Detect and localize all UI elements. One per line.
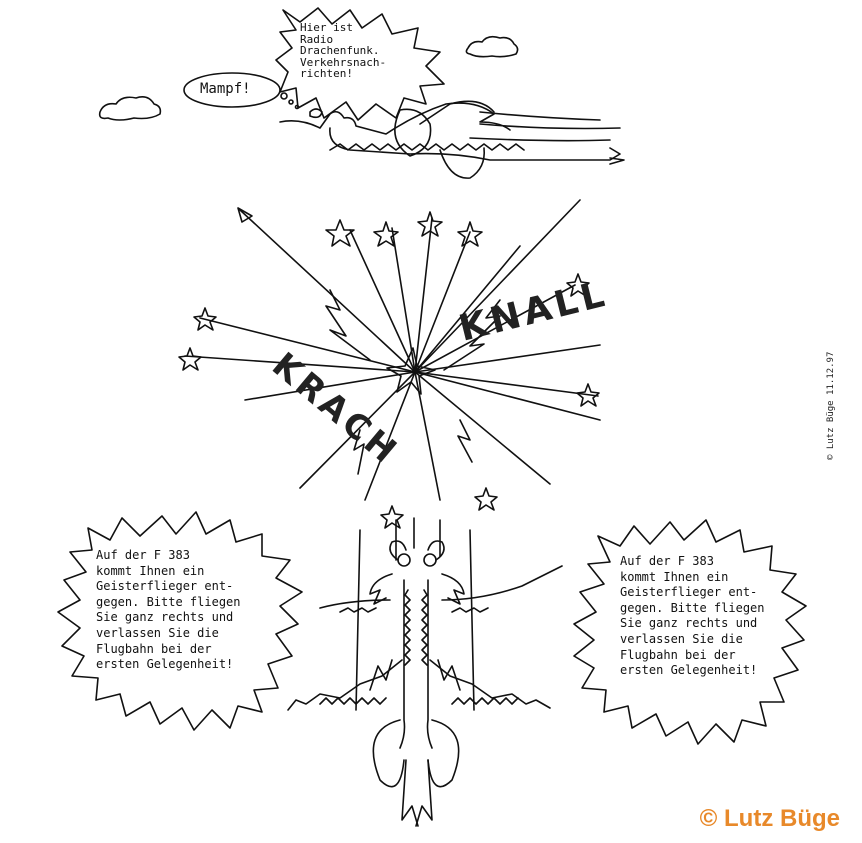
star bbox=[576, 383, 600, 407]
right-bubble-text: Auf der F 383 kommt Ihnen ein Geisterfli… bbox=[620, 554, 765, 678]
bottom-dragon bbox=[287, 517, 563, 827]
copyright-caption: © Lutz Büge bbox=[699, 805, 840, 832]
cloud-left bbox=[98, 96, 162, 121]
mampf-bubble bbox=[183, 72, 281, 108]
left-bubble-text: Auf der F 383 kommt Ihnen ein Geisterfli… bbox=[96, 548, 241, 672]
radio-bubble bbox=[275, 7, 445, 121]
star bbox=[178, 347, 202, 371]
star-center bbox=[386, 347, 436, 395]
star bbox=[193, 307, 217, 331]
star bbox=[380, 505, 404, 529]
mampf-bubble-text: Mampf! bbox=[200, 81, 251, 97]
radio-bubble-text: Hier ist Radio Drachenfunk. Verkehrsnach… bbox=[300, 21, 387, 81]
right-bubble-outline bbox=[573, 519, 807, 745]
cloud-right bbox=[465, 35, 519, 58]
star bbox=[566, 273, 590, 297]
top-dragon bbox=[279, 100, 625, 179]
star bbox=[457, 221, 483, 247]
side-credit: © Lutz Büge 11.12.97 bbox=[826, 351, 836, 460]
left-bubble-outline bbox=[57, 511, 303, 731]
explosion bbox=[178, 199, 601, 529]
star bbox=[417, 211, 443, 237]
star bbox=[325, 219, 355, 247]
star bbox=[373, 221, 399, 247]
star bbox=[474, 487, 498, 511]
